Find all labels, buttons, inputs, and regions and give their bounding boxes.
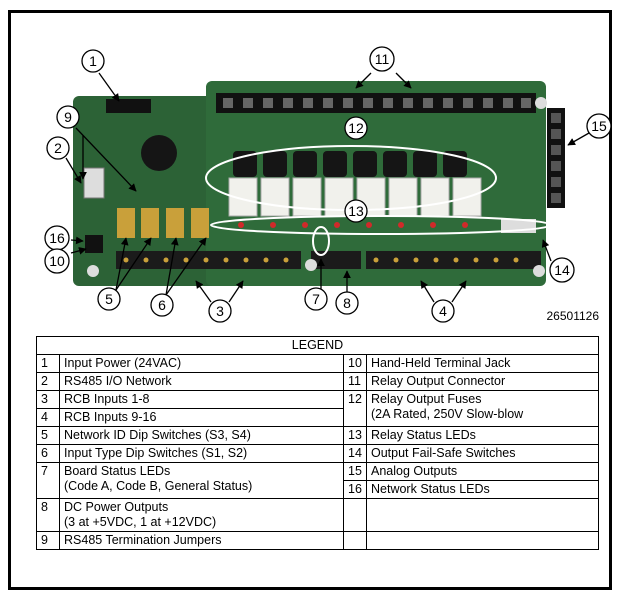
legend-num: 7	[36, 462, 60, 499]
legend-num: 3	[36, 390, 60, 409]
legend-text: Input Type Dip Switches (S1, S2)	[59, 444, 344, 463]
svg-text:14: 14	[554, 262, 570, 278]
legend-text: Hand-Held Terminal Jack	[366, 354, 599, 373]
legend-text-line: Board Status LEDs	[64, 464, 171, 478]
svg-text:5: 5	[105, 291, 113, 307]
legend-num: 8	[36, 498, 60, 532]
legend-num	[343, 498, 367, 532]
svg-text:8: 8	[343, 295, 351, 311]
legend-row: 2 RS485 I/O Network 11 Relay Output Conn…	[36, 372, 599, 391]
legend-text: Network ID Dip Switches (S3, S4)	[59, 426, 344, 445]
callout-1: 1	[81, 49, 105, 73]
legend-text: Network Status LEDs	[366, 480, 599, 499]
capacitor	[141, 135, 177, 171]
svg-text:11: 11	[375, 51, 390, 67]
legend-text-line: (Code A, Code B, General Status)	[64, 479, 253, 493]
legend-row: 3 RCB Inputs 1-8 12 Relay Output Fuses (…	[36, 390, 599, 427]
board-left	[73, 96, 223, 286]
svg-text:9: 9	[64, 109, 72, 125]
circuit-board-diagram: 1 9 2 11 12 15 13 16 10 14 5 6 3 7 8 4	[44, 46, 612, 323]
legend-num: 2	[36, 372, 60, 391]
led-highlight	[210, 215, 552, 235]
callout-11: 11	[369, 46, 395, 72]
legend-num: 11	[343, 372, 367, 391]
figure-frame: 1 9 2 11 12 15 13 16 10 14 5 6 3 7 8 4 2…	[8, 10, 612, 590]
svg-text:10: 10	[49, 253, 65, 269]
svg-text:12: 12	[348, 120, 364, 136]
legend-num: 13	[343, 426, 367, 445]
legend-num: 10	[343, 354, 367, 373]
svg-text:7: 7	[312, 291, 320, 307]
legend-title: LEGEND	[36, 336, 599, 355]
callout-4: 4	[431, 299, 455, 323]
legend-num: 5	[36, 426, 60, 445]
legend-text: RS485 Termination Jumpers	[59, 531, 344, 550]
legend-text: Output Fail-Safe Switches	[366, 444, 599, 463]
legend-text: Relay Status LEDs	[366, 426, 599, 445]
legend-num	[343, 531, 367, 550]
callout-6: 6	[150, 293, 174, 317]
legend-text: RCB Inputs 1-8	[59, 390, 344, 409]
legend-text: Board Status LEDs (Code A, Code B, Gener…	[59, 462, 344, 499]
legend-text-line: Relay Output Fuses	[371, 392, 482, 406]
callout-15: 15	[586, 113, 612, 139]
callout-5: 5	[97, 287, 121, 311]
legend-row: 4 RCB Inputs 9-16	[36, 408, 599, 427]
figure-number: 26501126	[546, 309, 600, 323]
legend-header-row: LEGEND	[36, 336, 599, 355]
legend-num: 9	[36, 531, 60, 550]
callout-16: 16	[44, 225, 70, 251]
svg-text:2: 2	[54, 140, 62, 156]
callout-7: 7	[304, 287, 328, 311]
callout-2: 2	[46, 136, 70, 160]
svg-text:16: 16	[49, 230, 65, 246]
legend-text	[366, 531, 599, 550]
legend-text: Relay Output Connector	[366, 372, 599, 391]
legend-text: Relay Output Fuses (2A Rated, 250V Slow-…	[366, 390, 599, 427]
legend-num: 14	[343, 444, 367, 463]
svg-text:13: 13	[348, 203, 364, 219]
legend-row: 6 Input Type Dip Switches (S1, S2) 14 Ou…	[36, 444, 599, 463]
callout-3: 3	[208, 299, 232, 323]
legend-row: 1 Input Power (24VAC) 10 Hand-Held Termi…	[36, 354, 599, 373]
svg-text:3: 3	[216, 303, 224, 319]
legend-num: 1	[36, 354, 60, 373]
callout-8: 8	[335, 291, 359, 315]
callout-12: 12	[344, 116, 368, 140]
legend-num: 6	[36, 444, 60, 463]
rs485-connector	[83, 167, 105, 199]
legend-text-line: DC Power Outputs	[64, 500, 169, 514]
legend-text: Input Power (24VAC)	[59, 354, 344, 373]
legend-text-line: (3 at +5VDC, 1 at +12VDC)	[64, 515, 217, 529]
callout-9: 9	[56, 105, 80, 129]
legend-row: 5 Network ID Dip Switches (S3, S4) 13 Re…	[36, 426, 599, 445]
legend-num: 15	[343, 462, 367, 481]
legend-text	[366, 498, 599, 532]
callout-13: 13	[344, 199, 368, 223]
relay-output-connector	[216, 93, 536, 113]
legend-text: Analog Outputs	[366, 462, 599, 481]
input-power-connector	[106, 99, 151, 113]
legend-row: 9 RS485 Termination Jumpers	[36, 531, 599, 550]
hand-held-jack	[85, 235, 103, 253]
legend-num: 12	[343, 390, 367, 427]
legend-row: 8 DC Power Outputs (3 at +5VDC, 1 at +12…	[36, 498, 599, 532]
callout-10: 10	[44, 248, 70, 274]
legend-table: LEGEND 1 Input Power (24VAC) 10 Hand-Hel…	[36, 336, 599, 550]
callout-14: 14	[549, 257, 575, 283]
legend-num: 16	[343, 480, 367, 499]
board-status-highlight	[312, 226, 330, 256]
legend-text: RS485 I/O Network	[59, 372, 344, 391]
legend-text: RCB Inputs 9-16	[59, 408, 344, 427]
svg-text:1: 1	[89, 53, 97, 69]
legend-text: DC Power Outputs (3 at +5VDC, 1 at +12VD…	[59, 498, 344, 532]
svg-text:6: 6	[158, 297, 166, 313]
svg-text:4: 4	[439, 303, 447, 319]
legend-row: 7 Board Status LEDs (Code A, Code B, Gen…	[36, 462, 599, 499]
svg-text:15: 15	[591, 118, 607, 134]
legend-text-line: (2A Rated, 250V Slow-blow	[371, 407, 524, 421]
legend-num: 4	[36, 408, 60, 427]
